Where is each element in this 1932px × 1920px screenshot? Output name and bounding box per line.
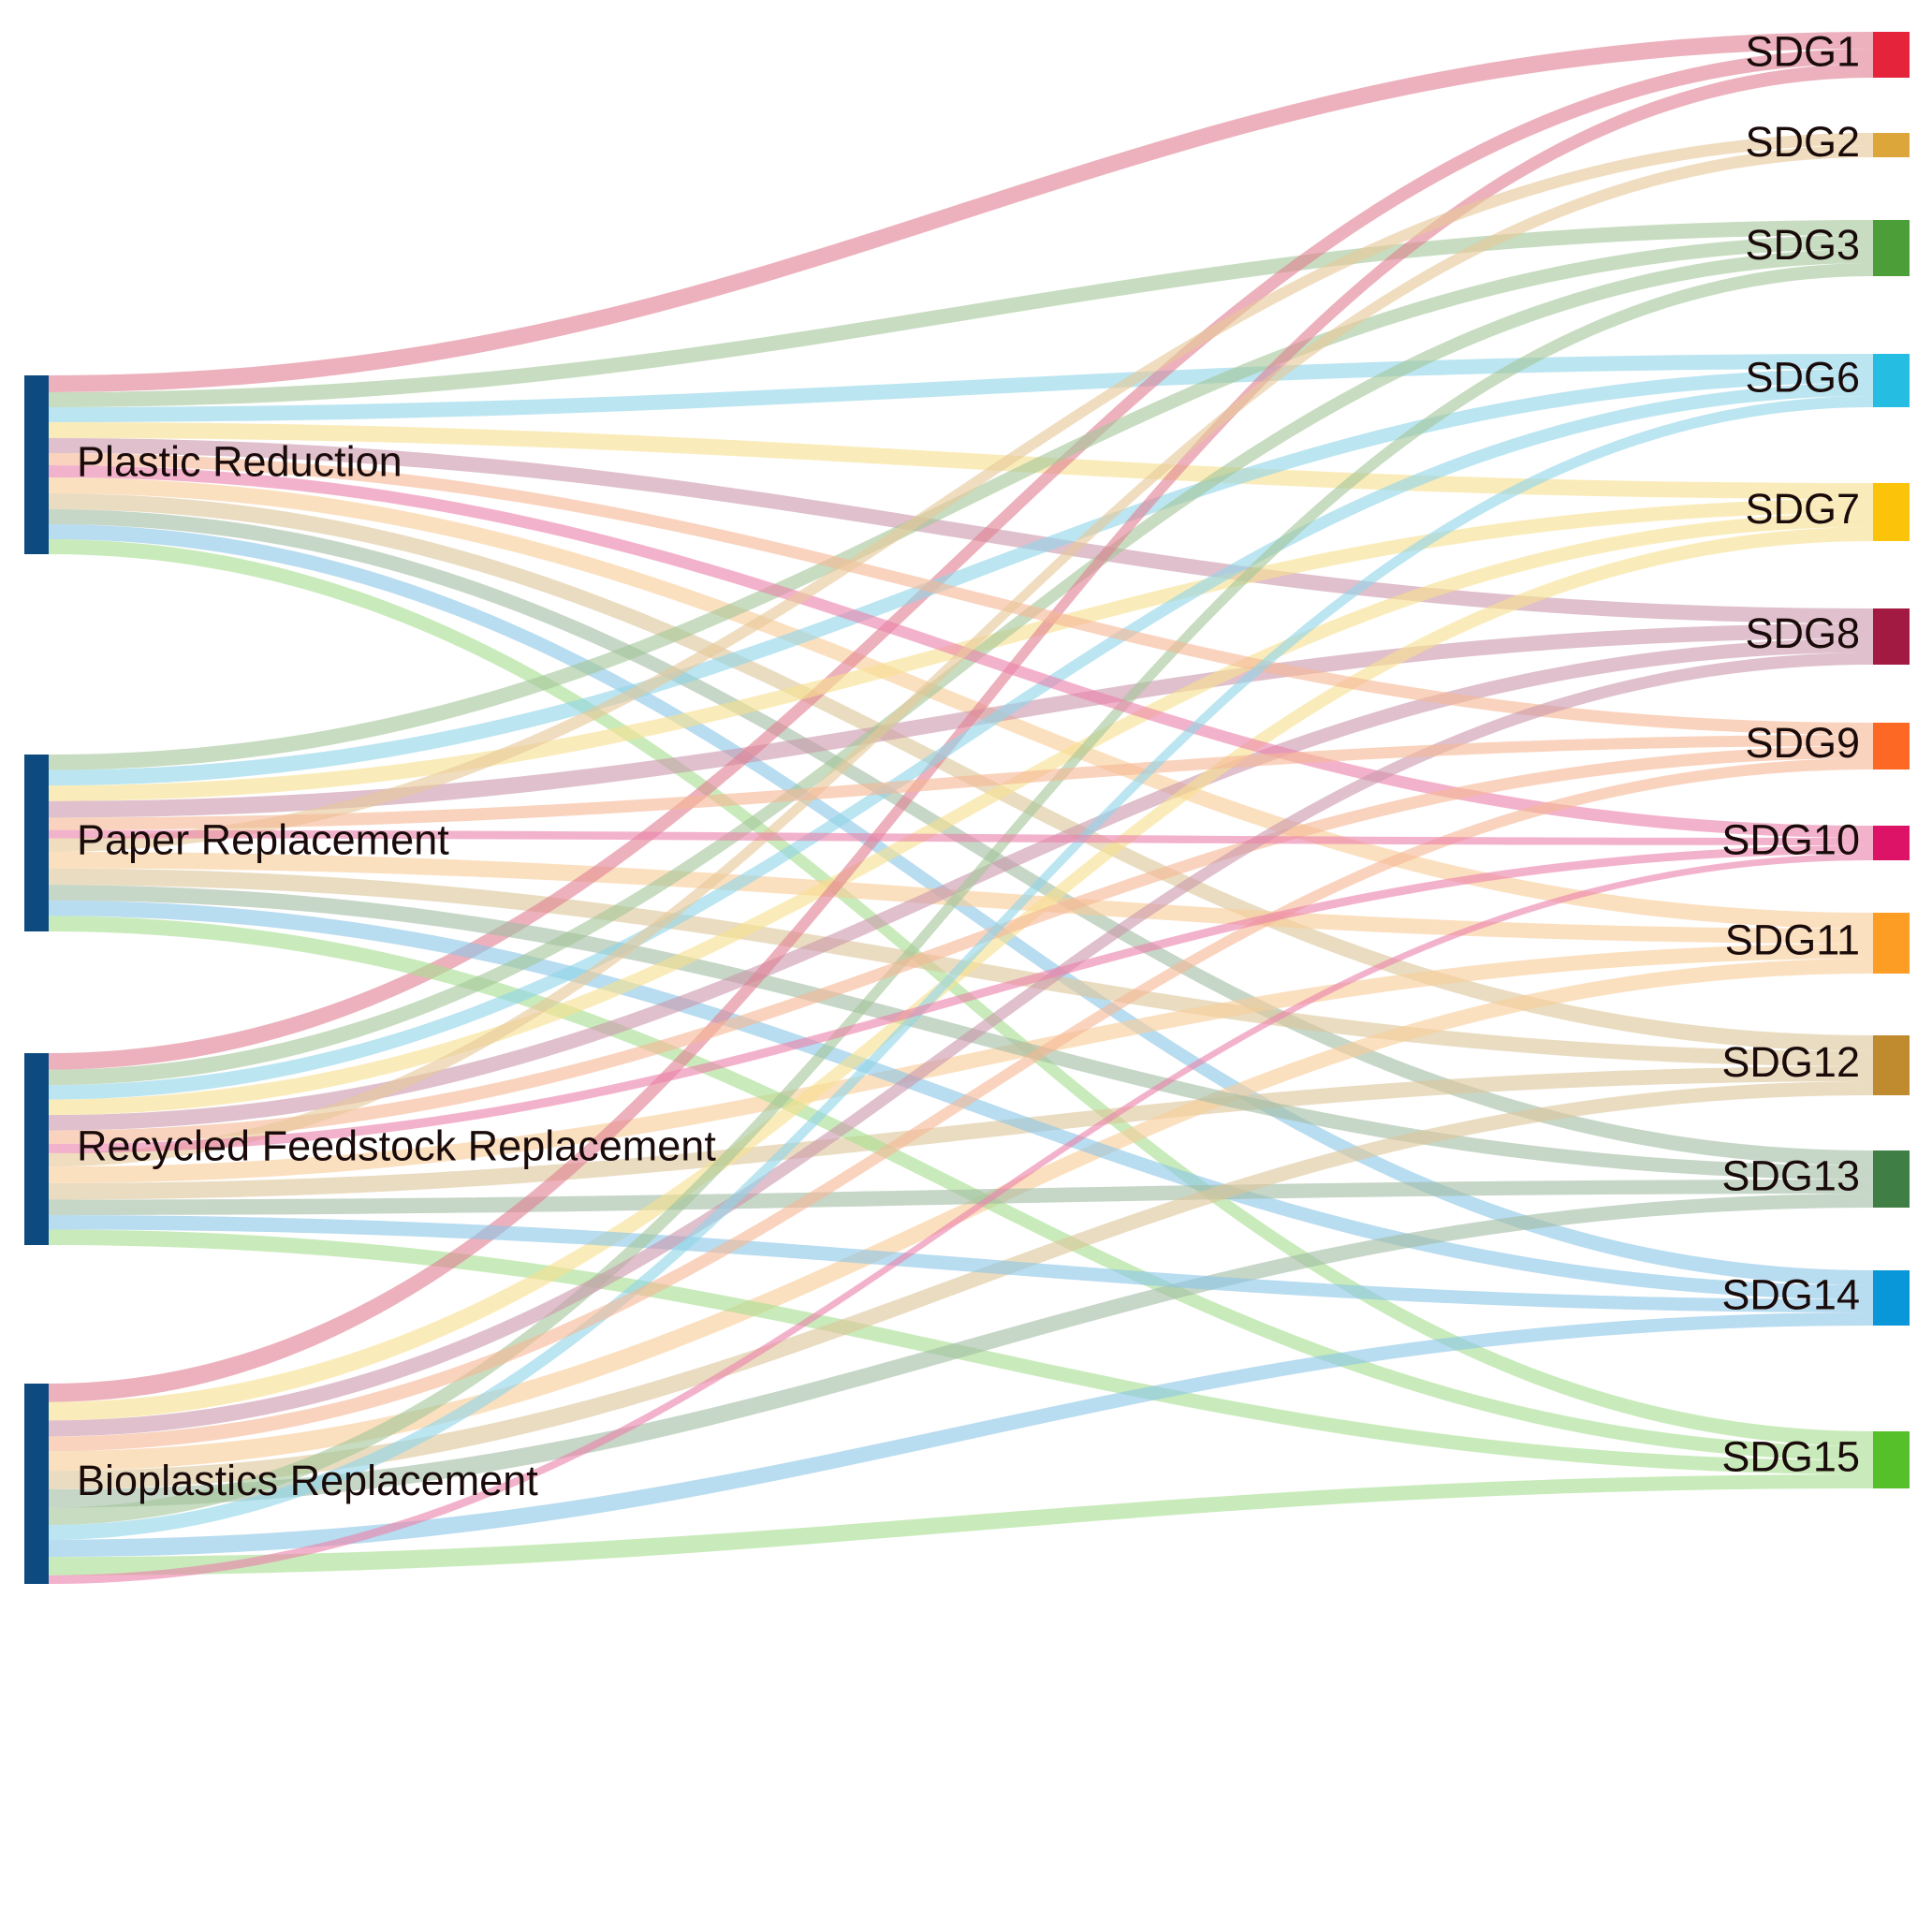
sankey-link-paper-to-SDG8[interactable] [49, 623, 1873, 818]
sankey-source-node-bioplastic[interactable] [24, 1384, 49, 1584]
sankey-target-node-SDG11[interactable] [1873, 913, 1910, 974]
sankey-target-node-SDG7[interactable] [1873, 483, 1910, 541]
sankey-link-bioplastic-to-SDG6[interactable] [49, 396, 1873, 1540]
sankey-target-label-SDG12: SDG12 [1721, 1038, 1860, 1086]
sankey-target-node-SDG10[interactable] [1873, 826, 1910, 860]
sankey-target-node-SDG2[interactable] [1873, 133, 1910, 157]
sankey-links-layer [49, 32, 1873, 1584]
sankey-link-plastic-to-SDG6[interactable] [49, 354, 1873, 422]
sankey-link-recycled-to-SDG11[interactable] [49, 944, 1873, 1183]
sankey-link-recycled-to-SDG8[interactable] [49, 638, 1873, 1131]
sankey-link-plastic-to-SDG1[interactable] [49, 32, 1873, 392]
sankey-link-paper-to-SDG9[interactable] [49, 735, 1873, 830]
sankey-source-label-plastic: Plastic Reduction [77, 437, 402, 485]
sankey-link-paper-to-SDG6[interactable] [49, 369, 1873, 786]
sankey-link-plastic-to-SDG8[interactable] [49, 438, 1873, 623]
sankey-link-recycled-to-SDG9[interactable] [49, 746, 1873, 1144]
sankey-link-paper-to-SDG2[interactable] [49, 133, 1873, 852]
sankey-link-paper-to-SDG15[interactable] [49, 916, 1873, 1460]
sankey-link-bioplastic-to-SDG14[interactable] [49, 1312, 1873, 1558]
sankey-link-recycled-to-SDG12[interactable] [49, 1066, 1873, 1200]
sankey-target-node-SDG14[interactable] [1873, 1270, 1910, 1326]
sankey-target-node-SDG1[interactable] [1873, 32, 1910, 78]
sankey-target-label-SDG15: SDG15 [1721, 1432, 1860, 1480]
sankey-source-label-recycled: Recycled Feedstock Replacement [77, 1121, 716, 1169]
sankey-link-bioplastic-to-SDG7[interactable] [49, 527, 1873, 1421]
sankey-target-label-SDG7: SDG7 [1745, 485, 1860, 533]
sankey-target-node-SDG6[interactable] [1873, 354, 1910, 407]
sankey-link-recycled-to-SDG7[interactable] [49, 513, 1873, 1116]
sankey-target-node-SDG12[interactable] [1873, 1035, 1910, 1095]
sankey-source-label-bioplastic: Bioplastics Replacement [77, 1457, 538, 1504]
sankey-source-node-paper[interactable] [24, 755, 49, 931]
sankey-target-node-SDG8[interactable] [1873, 608, 1910, 665]
sankey-link-recycled-to-SDG14[interactable] [49, 1215, 1873, 1312]
sankey-link-paper-to-SDG10[interactable] [49, 829, 1873, 845]
sankey-target-node-SDG13[interactable] [1873, 1151, 1910, 1208]
sankey-link-plastic-to-SDG9[interactable] [49, 453, 1873, 735]
sankey-link-plastic-to-SDG12[interactable] [49, 493, 1873, 1051]
sankey-target-label-SDG8: SDG8 [1745, 609, 1860, 657]
sankey-link-recycled-to-SDG13[interactable] [49, 1180, 1873, 1216]
sankey-link-plastic-to-SDG15[interactable] [49, 539, 1873, 1446]
sankey-target-node-SDG9[interactable] [1873, 723, 1910, 769]
sankey-link-bioplastic-to-SDG13[interactable] [49, 1194, 1873, 1508]
sankey-link-paper-to-SDG3[interactable] [49, 235, 1873, 770]
sankey-target-label-SDG2: SDG2 [1745, 118, 1860, 166]
sankey-target-label-SDG6: SDG6 [1745, 353, 1860, 401]
sankey-target-label-SDG9: SDG9 [1745, 719, 1860, 767]
sankey-link-plastic-to-SDG3[interactable] [49, 220, 1873, 407]
sankey-target-label-SDG3: SDG3 [1745, 221, 1860, 269]
sankey-target-label-SDG14: SDG14 [1721, 1270, 1860, 1318]
sankey-nodes-layer [24, 32, 1910, 1584]
sankey-link-paper-to-SDG13[interactable] [49, 885, 1873, 1180]
sankey-link-bioplastic-to-SDG3[interactable] [49, 263, 1873, 1525]
sankey-target-label-SDG11: SDG11 [1725, 916, 1860, 963]
sankey-source-label-paper: Paper Replacement [77, 815, 449, 863]
sankey-target-node-SDG3[interactable] [1873, 220, 1910, 276]
sankey-link-recycled-to-SDG3[interactable] [49, 249, 1873, 1086]
sankey-target-node-SDG15[interactable] [1873, 1431, 1910, 1488]
sankey-link-bioplastic-to-SDG15[interactable] [49, 1474, 1873, 1576]
sankey-link-bioplastic-to-SDG1[interactable] [49, 64, 1873, 1402]
sankey-target-label-SDG13: SDG13 [1721, 1151, 1860, 1199]
sankey-target-label-SDG1: SDG1 [1745, 27, 1860, 75]
sankey-link-plastic-to-SDG11[interactable] [49, 477, 1873, 929]
sankey-target-label-SDG10: SDG10 [1721, 815, 1860, 863]
sankey-link-bioplastic-to-SDG12[interactable] [49, 1081, 1873, 1489]
sankey-link-recycled-to-SDG2[interactable] [49, 145, 1873, 1167]
sankey-link-recycled-to-SDG1[interactable] [49, 49, 1873, 1070]
sankey-link-recycled-to-SDG10[interactable] [49, 845, 1873, 1153]
sankey-source-node-recycled[interactable] [24, 1053, 49, 1245]
sankey-link-bioplastic-to-SDG9[interactable] [49, 758, 1873, 1452]
sankey-link-bioplastic-to-SDG8[interactable] [49, 652, 1873, 1437]
sankey-link-recycled-to-SDG6[interactable] [49, 383, 1873, 1100]
sankey-source-node-plastic[interactable] [24, 375, 49, 554]
sankey-link-bioplastic-to-SDG10[interactable] [49, 854, 1873, 1584]
